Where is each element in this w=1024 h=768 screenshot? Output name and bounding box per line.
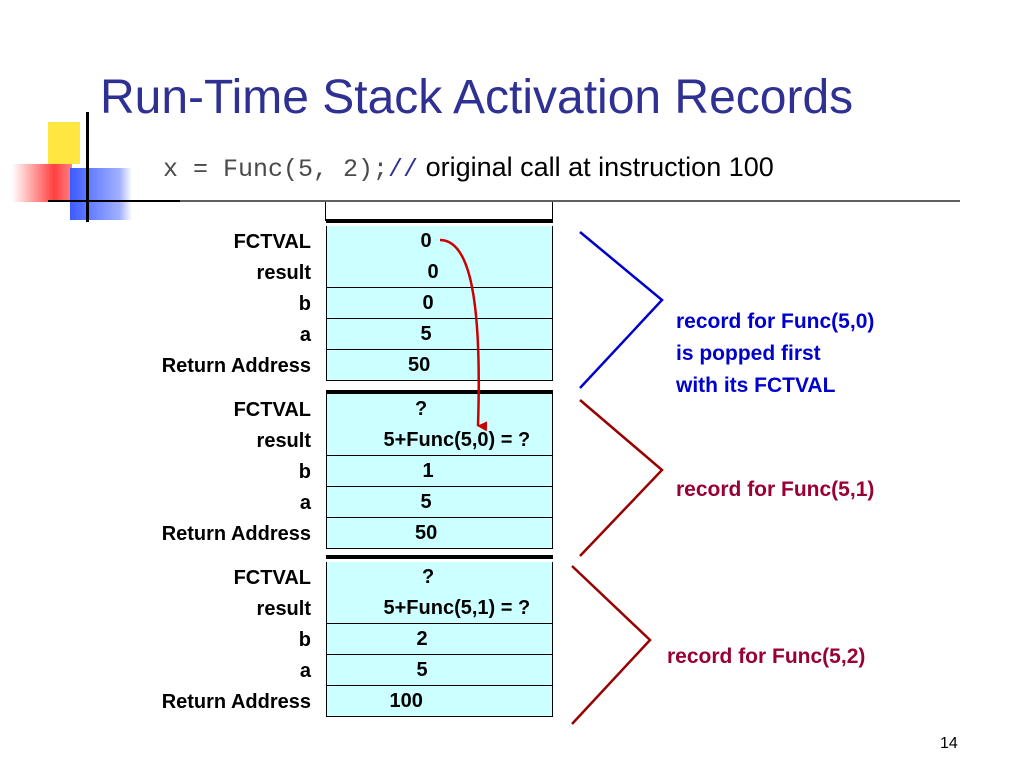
record-note: record for Func(5,1) — [676, 474, 874, 506]
deco-blue-square — [70, 168, 132, 220]
stack-cell: ? — [326, 394, 553, 426]
record-note: record for Func(5,0) is popped first with … — [676, 306, 874, 402]
field-value: 5 — [416, 659, 428, 681]
field-value: ? — [422, 566, 435, 588]
stack-right-wall — [552, 202, 553, 221]
field-value: 0 — [427, 261, 439, 283]
field-value: 1 — [422, 460, 434, 482]
field-label: result — [256, 598, 311, 620]
stack-cell: 50 — [326, 518, 553, 549]
note-line: record for Func(5,2) — [667, 645, 866, 668]
record-separator — [326, 555, 553, 559]
stack-cell: 0 — [326, 288, 553, 319]
record-bracket — [579, 231, 664, 389]
stack-left-wall — [325, 202, 326, 221]
field-value: 5 — [420, 323, 432, 345]
field-value: ? — [415, 398, 428, 420]
stack-cell: 5 — [326, 655, 553, 686]
stack-cell: 5 — [326, 487, 553, 518]
record-bracket — [571, 565, 652, 725]
field-label: result — [256, 430, 311, 452]
field-value: 5+Func(5,1) = ? — [383, 597, 531, 619]
record-bracket — [579, 399, 664, 557]
field-value: 0 — [422, 292, 434, 314]
title-underline — [180, 200, 960, 202]
field-value: 0 — [420, 230, 432, 252]
field-label: Return Address — [161, 355, 311, 377]
field-label: FCTVAL — [233, 231, 311, 253]
subtitle-line: x = Func(5, 2);// original call at instr… — [163, 152, 774, 184]
stack-cell: 50 — [326, 350, 553, 381]
note-line: record for Func(5,1) — [676, 478, 875, 501]
note-line: is popped first — [676, 342, 821, 365]
note-line: with its FCTVAL — [676, 374, 836, 397]
field-value: 5+Func(5,0) = ? — [383, 429, 531, 451]
field-label: a — [299, 324, 311, 346]
record-separator — [326, 390, 553, 394]
stack-cell: 5 — [326, 319, 553, 350]
field-label: FCTVAL — [233, 399, 311, 421]
field-label: b — [298, 293, 311, 315]
deco-yellow-square — [48, 122, 80, 164]
deco-horizontal-line — [48, 200, 180, 202]
stack-cell: 2 — [326, 624, 553, 655]
field-label: a — [299, 660, 311, 682]
field-label: b — [298, 461, 311, 483]
stack-cell: 0 — [326, 257, 553, 288]
field-label: b — [298, 629, 311, 651]
page-number: 14 — [940, 735, 958, 752]
field-label: Return Address — [161, 691, 311, 713]
field-label: Return Address — [161, 523, 311, 545]
record-separator — [326, 219, 553, 223]
note-line: record for Func(5,0) — [676, 310, 875, 333]
field-value: 100 — [389, 690, 423, 712]
code-snippet: x = Func(5, 2); — [163, 155, 389, 184]
field-value: 50 — [408, 354, 431, 376]
page-title: Run-Time Stack Activation Records — [100, 71, 854, 124]
stack-cell: 1 — [326, 456, 553, 487]
stack-cell: 100 — [326, 686, 553, 717]
deco-red-square — [12, 164, 72, 202]
stack-cell: 5+Func(5,1) = ? — [326, 593, 553, 624]
stack-cell: ? — [326, 562, 553, 594]
code-comment-marker: // — [388, 155, 419, 184]
field-label: a — [299, 492, 311, 514]
field-value: 50 — [415, 522, 438, 544]
stack-cell: 0 — [326, 226, 553, 258]
deco-vertical-line — [86, 112, 89, 222]
field-value: 5 — [420, 491, 432, 513]
field-label: result — [256, 262, 311, 284]
subtitle-text: original call at instruction 100 — [418, 152, 774, 182]
field-value: 2 — [416, 628, 428, 650]
stack-cell: 5+Func(5,0) = ? — [326, 425, 553, 456]
field-label: FCTVAL — [233, 567, 311, 589]
record-note: record for Func(5,2) — [667, 641, 865, 673]
